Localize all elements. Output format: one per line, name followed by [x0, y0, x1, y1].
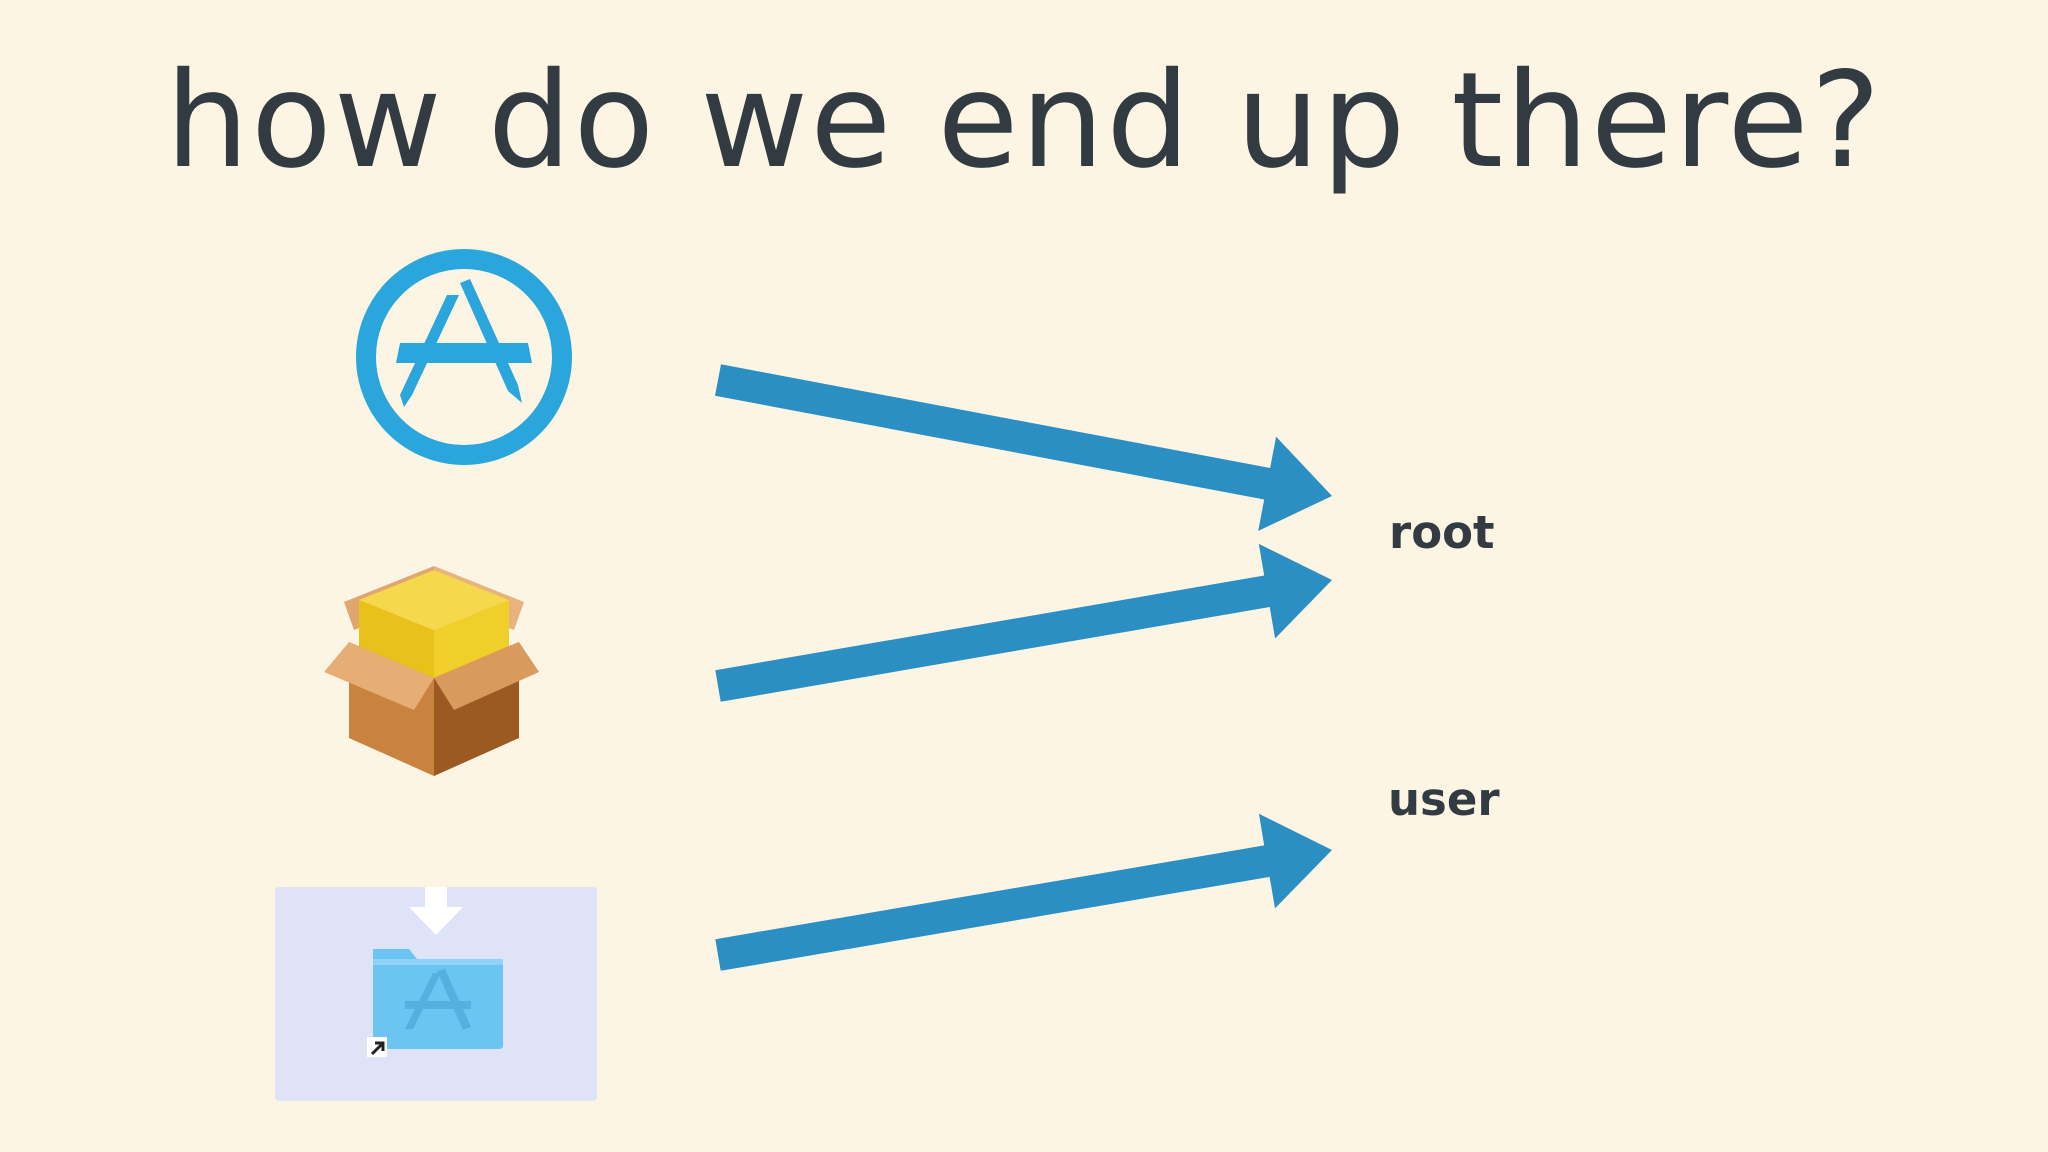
- arrow-package-to-root: [715, 543, 1332, 702]
- arrow-drag-to-user: [715, 813, 1332, 971]
- user-label: user: [1388, 773, 1500, 826]
- root-label: root: [1389, 506, 1495, 559]
- arrow-app-store-to-root: [715, 364, 1332, 531]
- applications-folder-drag-icon: [275, 887, 597, 1101]
- app-store-icon: [356, 249, 572, 465]
- slide-title: how do we end up there?: [165, 44, 1883, 198]
- installer-package-icon: [324, 566, 539, 776]
